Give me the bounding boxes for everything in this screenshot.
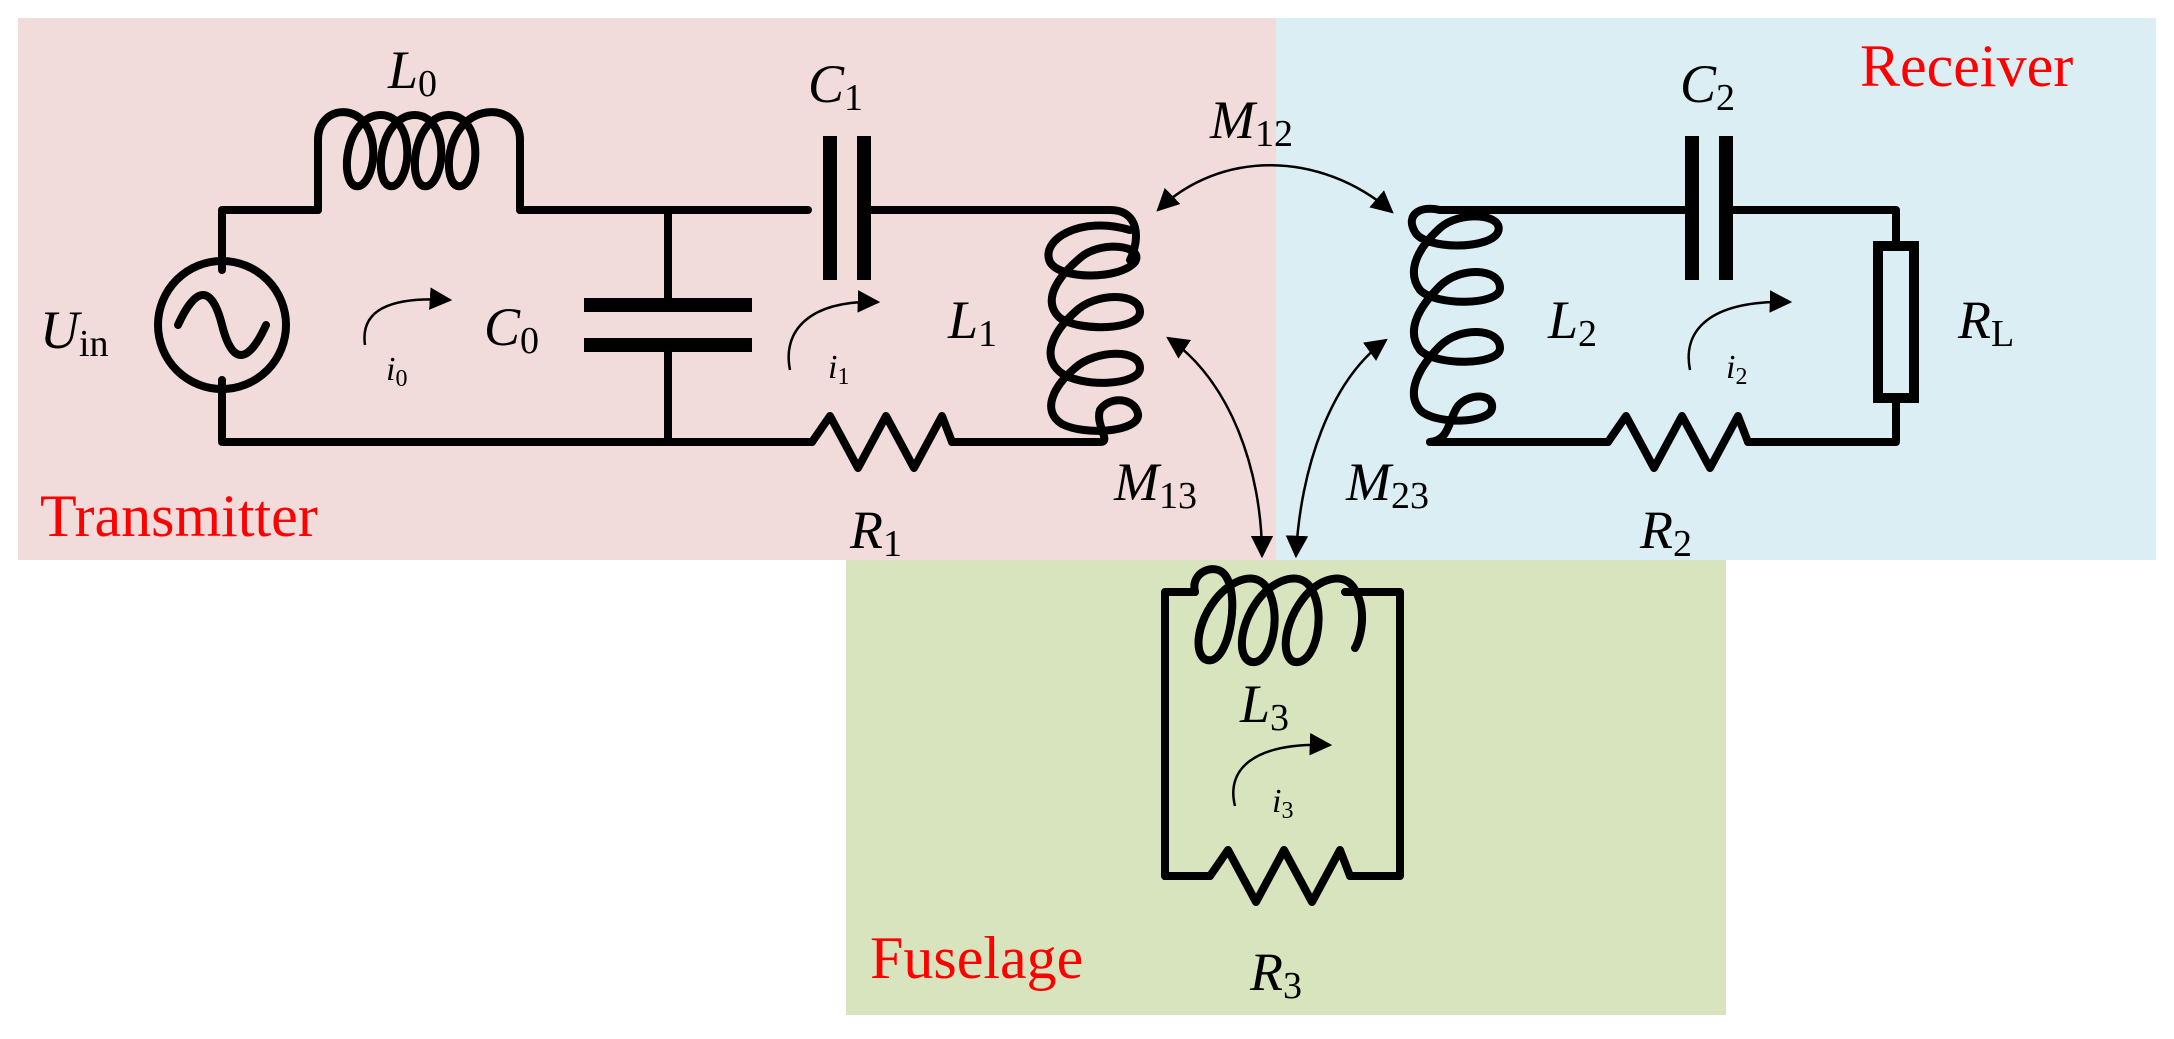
inductor-L1	[1044, 221, 1144, 446]
label-C2: C2	[1680, 54, 1735, 119]
resistor-R3	[1206, 846, 1354, 906]
label-L0: L0	[387, 40, 437, 105]
coupling-M12-arrow	[1156, 164, 1394, 214]
transmitter-circuit	[154, 108, 1144, 472]
receiver-circuit	[1407, 136, 1919, 472]
label-i0: i0	[386, 351, 407, 392]
label-R2: R2	[1639, 500, 1692, 565]
receiver-label: Receiver	[1860, 33, 2073, 99]
resistor-R2	[1604, 412, 1752, 472]
label-M13: M13	[1113, 452, 1197, 517]
label-L1: L1	[947, 290, 997, 355]
label-i3: i3	[1272, 783, 1293, 824]
capacitor-C0	[584, 298, 752, 352]
transmitter-region	[18, 18, 1276, 560]
coupling-M23-arrow	[1285, 338, 1388, 559]
transmitter-label: Transmitter	[40, 483, 318, 549]
label-i1: i1	[828, 349, 849, 390]
label-RL: RL	[1957, 290, 2014, 355]
fuselage-circuit	[1161, 565, 1404, 906]
resistor-R1	[808, 412, 956, 472]
label-i2: i2	[1726, 349, 1747, 390]
label-L2: L2	[1547, 290, 1597, 355]
inductor-L0	[314, 108, 524, 214]
label-C0: C0	[484, 297, 539, 362]
label-R1: R1	[849, 500, 902, 565]
inductor-L3	[1190, 565, 1366, 666]
label-M12: M12	[1209, 90, 1293, 155]
inductor-L2	[1407, 204, 1504, 446]
label-Uin: Uin	[40, 300, 109, 365]
label-M23: M23	[1345, 452, 1429, 517]
label-L3: L3	[1239, 674, 1289, 739]
label-C1: C1	[808, 54, 863, 119]
label-R3: R3	[1249, 942, 1302, 1007]
fuselage-label: Fuselage	[870, 925, 1083, 991]
ac-source-symbol	[154, 257, 290, 393]
coupling-M13-arrow	[1166, 336, 1274, 559]
